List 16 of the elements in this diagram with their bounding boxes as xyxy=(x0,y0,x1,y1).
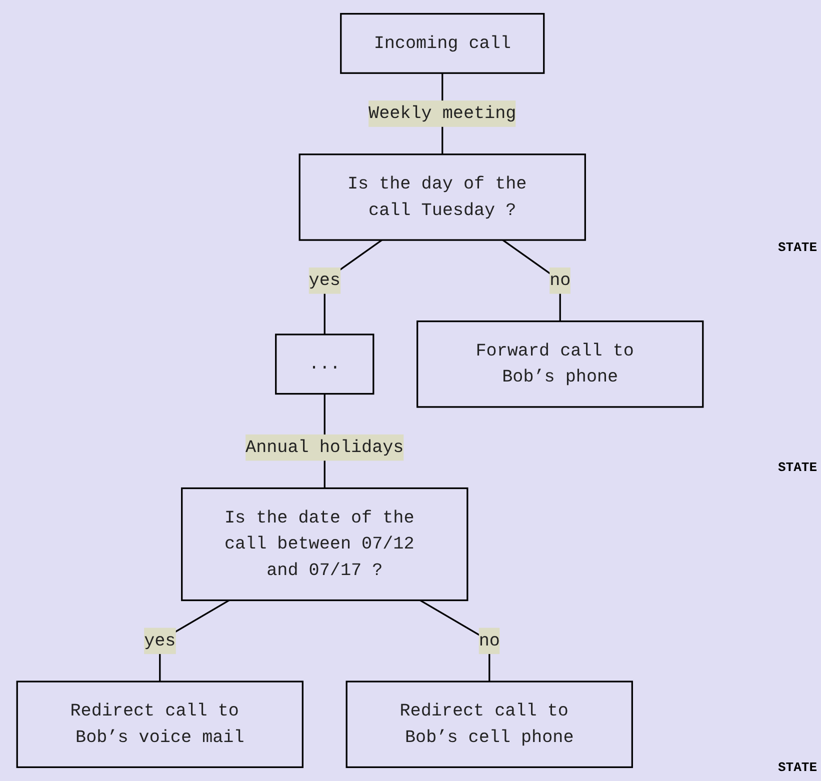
state-label: STATE xyxy=(778,760,817,775)
edge-label: Weekly meeting xyxy=(368,104,516,124)
edge-label: no xyxy=(550,270,571,291)
edge-label: no xyxy=(478,631,500,651)
node-box: ... xyxy=(275,334,374,395)
edge-label: yes xyxy=(144,631,176,651)
state-label: STATE xyxy=(778,460,817,475)
edge-label: yes xyxy=(308,270,340,291)
edge-label: Annual holidays xyxy=(246,438,404,458)
node-box: Redirect call to Bob’s voice mail xyxy=(16,680,304,768)
node-box: Is the day of the call Tuesday ? xyxy=(298,154,586,241)
node-box: Is the date of the call between 07/12 and 07/17 ? xyxy=(181,487,468,602)
node-box: Redirect call to Bob’s cell phone xyxy=(346,680,633,768)
state-label: STATE xyxy=(778,240,817,255)
node-box: Forward call to Bob’s phone xyxy=(416,320,704,408)
node-box: Incoming call xyxy=(340,12,545,74)
